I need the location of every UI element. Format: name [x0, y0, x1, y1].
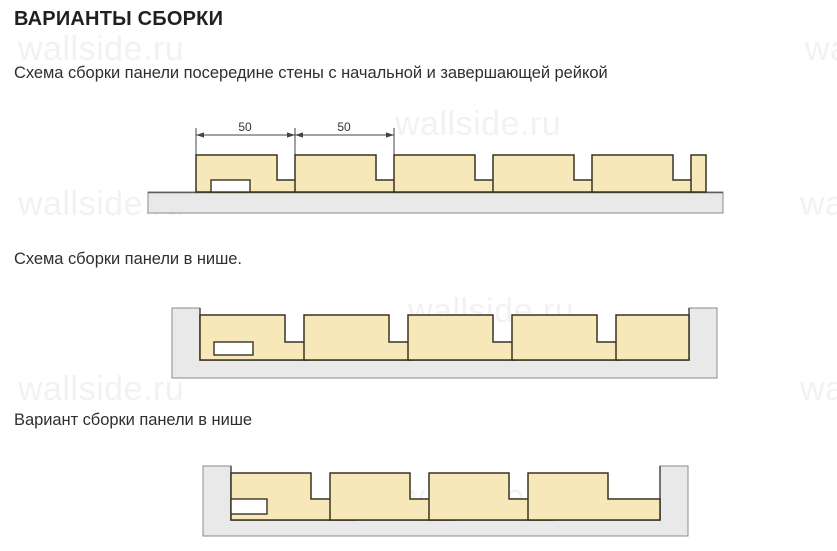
figure-1-caption: Схема сборки панели посередине стены с н… — [14, 64, 608, 82]
panel-slat — [303, 314, 413, 361]
panel-slat — [407, 314, 517, 361]
panel-slat — [591, 154, 696, 193]
niche-assembly-variant-diagram — [0, 450, 837, 550]
start-rail-notch — [213, 341, 254, 356]
figure-3-caption: Вариант сборки панели в нише — [14, 411, 253, 429]
mid-wall-assembly-diagram: 50 50 — [0, 112, 837, 227]
dimension-annotation-group — [195, 128, 395, 155]
dimension-label-50-a: 50 — [238, 120, 252, 134]
page-title: ВАРИАНТЫ СБОРКИ — [14, 8, 224, 30]
figure-2-caption: Схема сборки панели в нише. — [14, 250, 242, 268]
finish-rail-slat — [615, 314, 690, 361]
panel-slat — [294, 154, 399, 193]
panel-slat — [492, 154, 597, 193]
panel-slat — [511, 314, 621, 361]
panel-slat — [393, 154, 498, 193]
dimension-label-50-b: 50 — [337, 120, 351, 134]
start-rail-notch — [210, 179, 251, 193]
dimension-arrowheads — [196, 132, 394, 138]
start-rail-notch — [230, 498, 268, 515]
finish-rail-slat — [527, 472, 661, 521]
niche-assembly-diagram — [0, 290, 837, 390]
wall-base-strip — [147, 191, 724, 214]
watermark-text: wallside.ru — [805, 30, 837, 68]
finish-rail-slat — [690, 154, 707, 193]
